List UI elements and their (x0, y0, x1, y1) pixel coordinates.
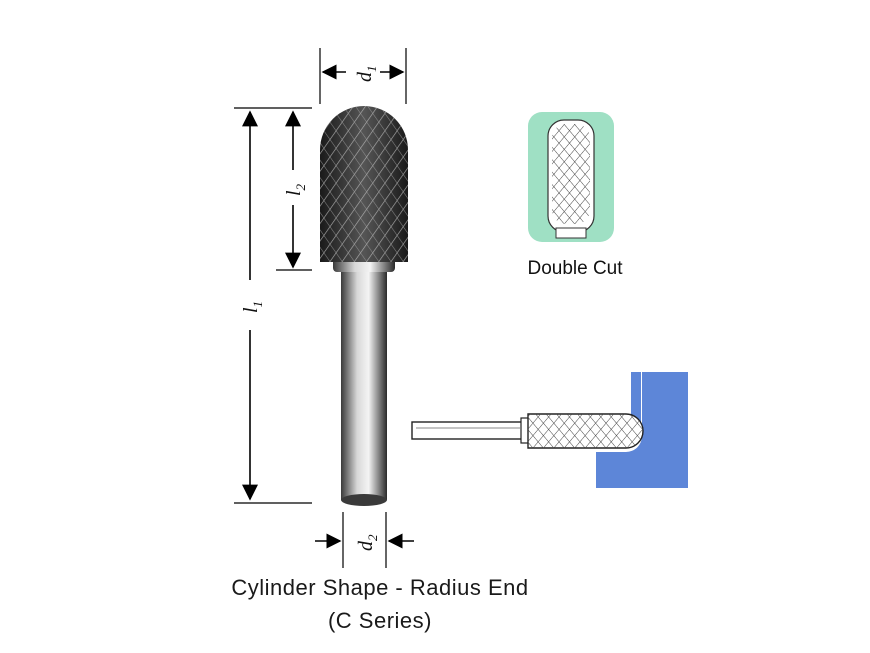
burr-head-teeth-cross (320, 106, 408, 262)
label-l2: l2 (283, 183, 308, 196)
dimension-l2: l2 (276, 110, 312, 271)
label-d1: d1 (354, 66, 379, 83)
diagram-title: Cylinder Shape - Radius End (231, 575, 529, 600)
double-cut-label: Double Cut (527, 258, 623, 279)
burr-shank (341, 268, 387, 500)
dimension-d2: d2 (315, 512, 414, 568)
application-illustration (411, 372, 688, 488)
label-l1: l1 (240, 301, 265, 313)
dimension-l1: l1 (234, 107, 312, 504)
dimension-d1: d1 (319, 48, 407, 104)
double-cut-panel (528, 112, 614, 242)
diagram-series: (C Series) (327, 608, 432, 633)
label-d2: d2 (355, 534, 380, 551)
small-burr-shank (411, 421, 525, 440)
burr-shank-end (341, 494, 387, 506)
main-burr (320, 106, 408, 506)
